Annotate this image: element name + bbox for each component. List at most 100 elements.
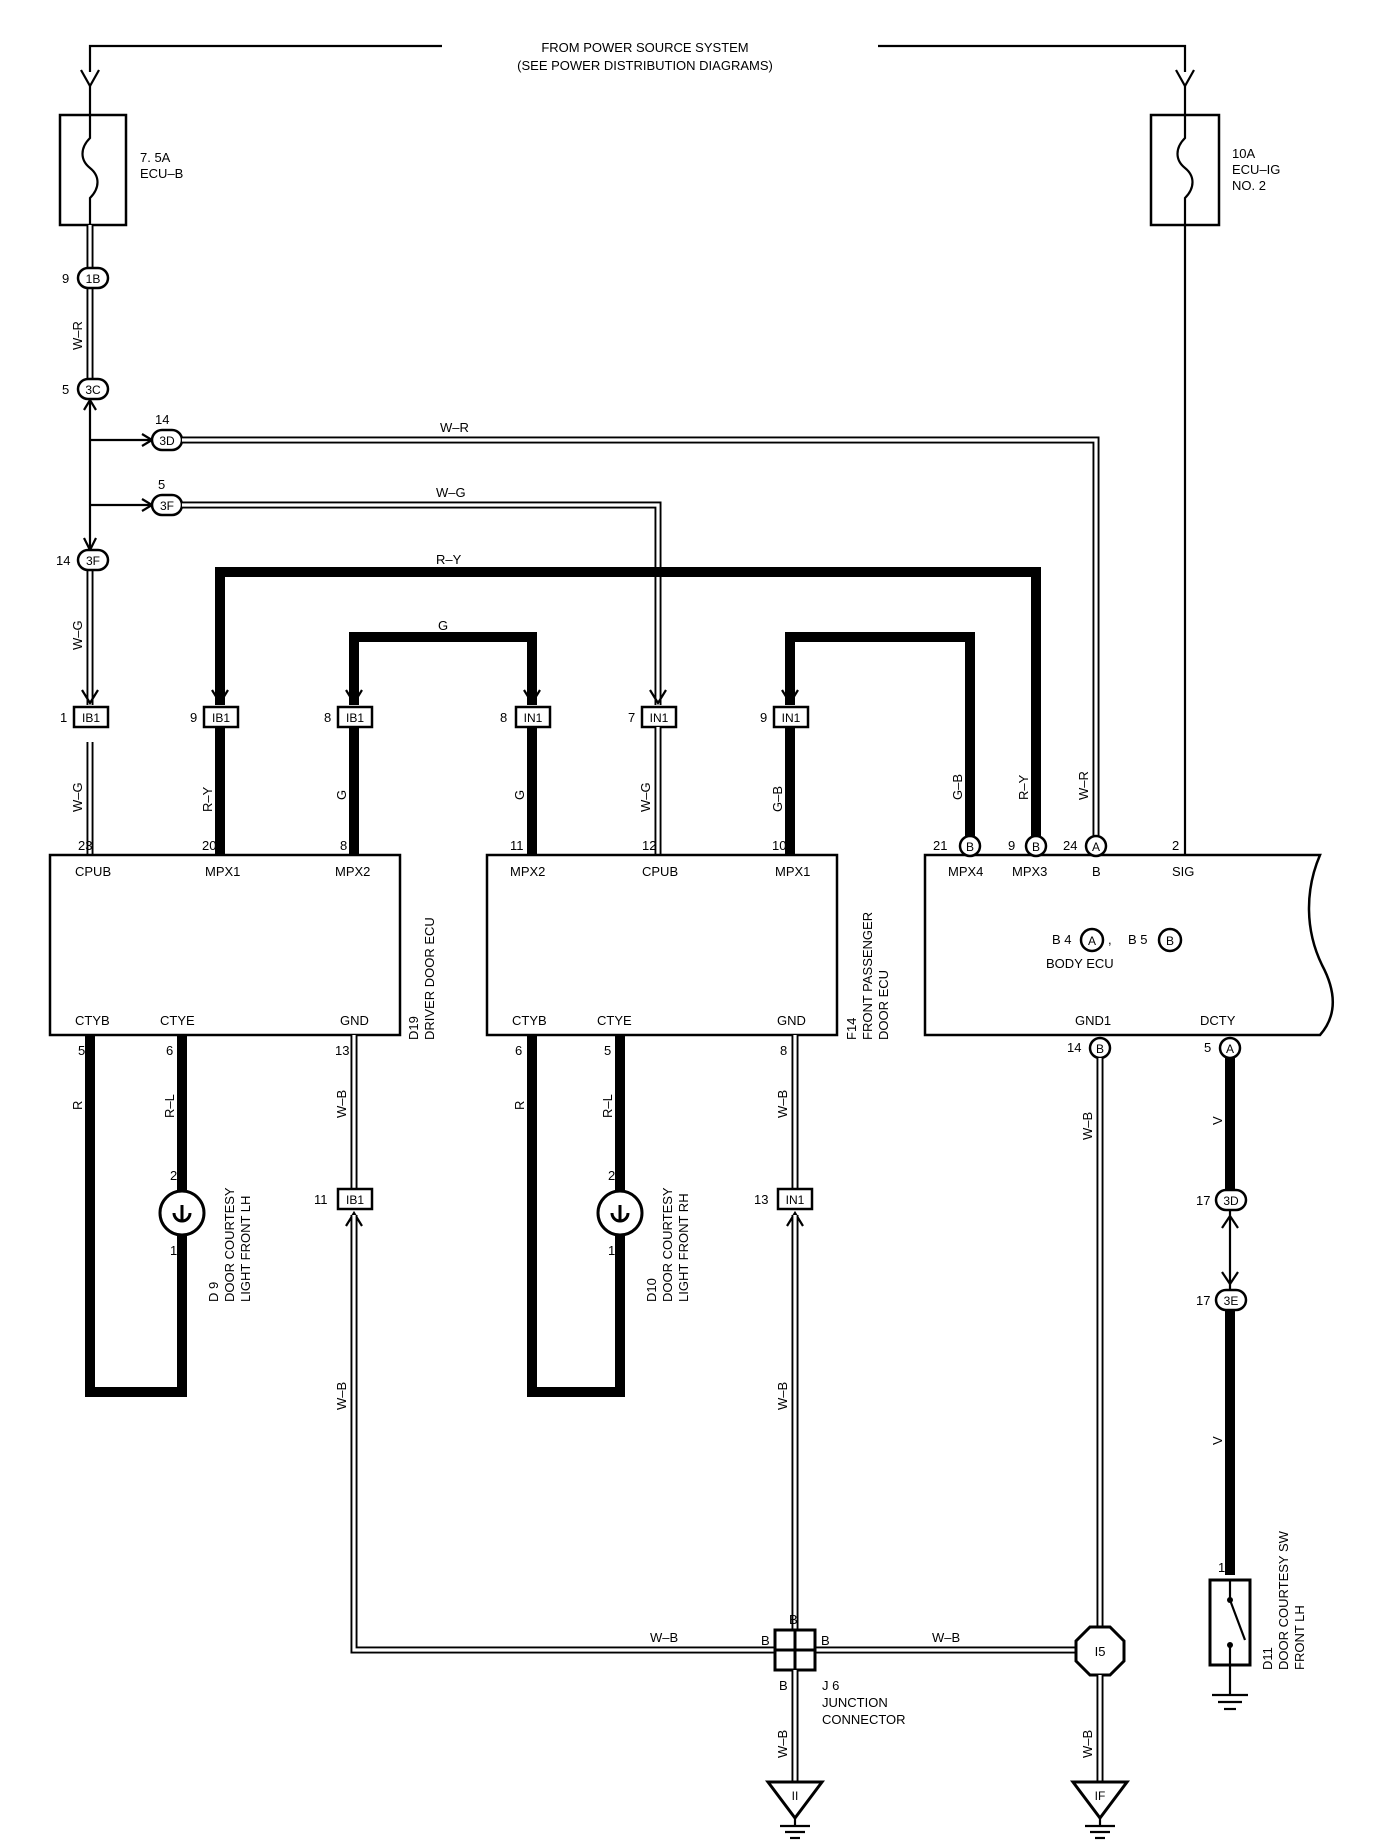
svg-text:13: 13 [335,1043,349,1058]
svg-text:3F: 3F [86,554,100,568]
svg-text:DRIVER DOOR ECU: DRIVER DOOR ECU [422,917,437,1040]
svg-text:SIG: SIG [1172,864,1194,879]
ground-if: IF [1070,1780,1130,1840]
svg-text:IN1: IN1 [524,711,543,725]
fuse-icon [1176,115,1194,225]
svg-text:21: 21 [933,838,947,853]
arrow-down-icon [649,689,667,706]
svg-text:3F: 3F [160,499,174,513]
svg-text:CTYB: CTYB [512,1013,547,1028]
svg-text:17: 17 [1196,1193,1210,1208]
fuse-icon [81,115,99,225]
svg-text:MPX3: MPX3 [1012,864,1047,879]
svg-text:23: 23 [78,838,92,853]
wire-label: G–B [770,786,785,812]
svg-text:8: 8 [500,710,507,725]
svg-text:2: 2 [1172,838,1179,853]
connector-in1-9: IN1 9 [760,689,810,729]
svg-text:5: 5 [604,1043,611,1058]
wire-label: G–B [950,774,965,800]
svg-text:DOOR COURTESY SW: DOOR COURTESY SW [1276,1530,1291,1670]
connector-in1-7: IN1 7 [628,689,678,729]
svg-text:1B: 1B [86,272,101,286]
wire-label: R–Y [436,552,462,567]
connector-in1-13: IN1 13 [754,1187,814,1227]
connector-ib1-8: IB1 8 [324,689,374,729]
svg-text:20: 20 [202,838,216,853]
svg-text:B 5: B 5 [1128,932,1148,947]
arrow-up-icon [345,1210,363,1227]
fuse-right-name1: ECU–IG [1232,162,1280,177]
svg-text:A: A [1088,934,1096,948]
svg-text:1: 1 [608,1243,615,1258]
power-source-header: FROM POWER SOURCE SYSTEM (SEE POWER DIST… [80,40,1195,89]
svg-text:IF: IF [1095,1789,1106,1803]
arrow-down-icon [345,689,363,706]
front-passenger-door-ecu: 11 MPX2 12 CPUB 10 MPX1 CTYB 6 CTYE 5 GN… [485,838,891,1058]
svg-text:B: B [821,1633,830,1648]
svg-text:5: 5 [1204,1040,1211,1055]
svg-text:8: 8 [324,710,331,725]
wire-label: V [1210,1116,1225,1125]
fuse-left-name: ECU–B [140,166,183,181]
wire-label: G [512,790,527,800]
svg-text:14: 14 [56,553,70,568]
svg-text:DOOR COURTESY: DOOR COURTESY [660,1187,675,1302]
wire-label: R [512,1101,527,1110]
wire-label: W–B [1080,1112,1095,1140]
wire-label: W–G [70,620,85,650]
svg-text:2: 2 [170,1168,177,1183]
wire-label: R–Y [200,786,215,812]
svg-text:GND: GND [777,1013,806,1028]
wire-label: R–L [162,1094,177,1118]
wire-label: W–B [775,1382,790,1410]
wire-label: W–R [70,321,85,350]
svg-text:D 9: D 9 [206,1282,221,1302]
fuse-right-name2: NO. 2 [1232,178,1266,193]
svg-text:DOOR COURTESY: DOOR COURTESY [222,1187,237,1302]
wire-label: V [1210,1436,1225,1445]
arrow-down-icon [80,69,100,89]
wire-label: W–B [775,1090,790,1118]
svg-text:6: 6 [515,1043,522,1058]
door-courtesy-light-lh: 2 1 D 9 DOOR COURTESY LIGHT FRONT LH [158,1168,253,1302]
svg-text:D11: D11 [1260,1647,1275,1670]
splice-3f-b: 3F 14 [56,548,110,572]
arrow-down-icon [523,689,541,706]
svg-text:CPUB: CPUB [642,864,678,879]
svg-text:MPX2: MPX2 [510,864,545,879]
arrow-down-icon [1175,69,1195,89]
svg-text:13: 13 [754,1192,768,1207]
svg-text:B: B [966,840,974,854]
svg-text:FRONT LH: FRONT LH [1292,1605,1307,1670]
arrow-down-icon [1221,1271,1239,1286]
door-courtesy-switch: D11 DOOR COURTESY SW FRONT LH [1208,1530,1307,1670]
svg-text:3E: 3E [1224,1294,1239,1308]
svg-text:JUNCTION: JUNCTION [822,1695,888,1710]
svg-text:DCTY: DCTY [1200,1013,1236,1028]
svg-text:2: 2 [608,1168,615,1183]
wire-label: W–G [436,485,466,500]
wire-label: W–B [334,1382,349,1410]
splice-1b: 1B 9 [62,266,110,290]
driver-door-ecu: 23 CPUB 20 MPX1 8 MPX2 CTYB 5 CTYE 6 GND… [48,838,437,1058]
ground-icon [1212,1665,1248,1711]
arrow-up-icon [83,397,97,411]
svg-text:IB1: IB1 [82,711,100,725]
svg-text:A: A [1226,1042,1234,1056]
pin-gnd1: GND1 14 B [1067,1013,1112,1060]
svg-text:DOOR ECU: DOOR ECU [876,970,891,1040]
wire-label: W–B [650,1630,678,1645]
switch-icon [1228,1599,1247,1641]
arrow-up-icon [1221,1214,1239,1229]
arrow-down-icon [211,689,229,706]
svg-text:J 6: J 6 [822,1678,839,1693]
svg-text:12: 12 [642,838,656,853]
door-switch-circuit: V 3D 17 3E 17 V 1 D11 DOOR COURTESY SW F… [1196,1058,1307,1711]
svg-text:11: 11 [510,838,524,853]
svg-text:5: 5 [158,477,165,492]
fuse-ecu-b: 7. 5A ECU–B [58,86,183,227]
svg-text:9: 9 [760,710,767,725]
svg-text:B: B [779,1678,788,1693]
wire-label: W–B [932,1630,960,1645]
